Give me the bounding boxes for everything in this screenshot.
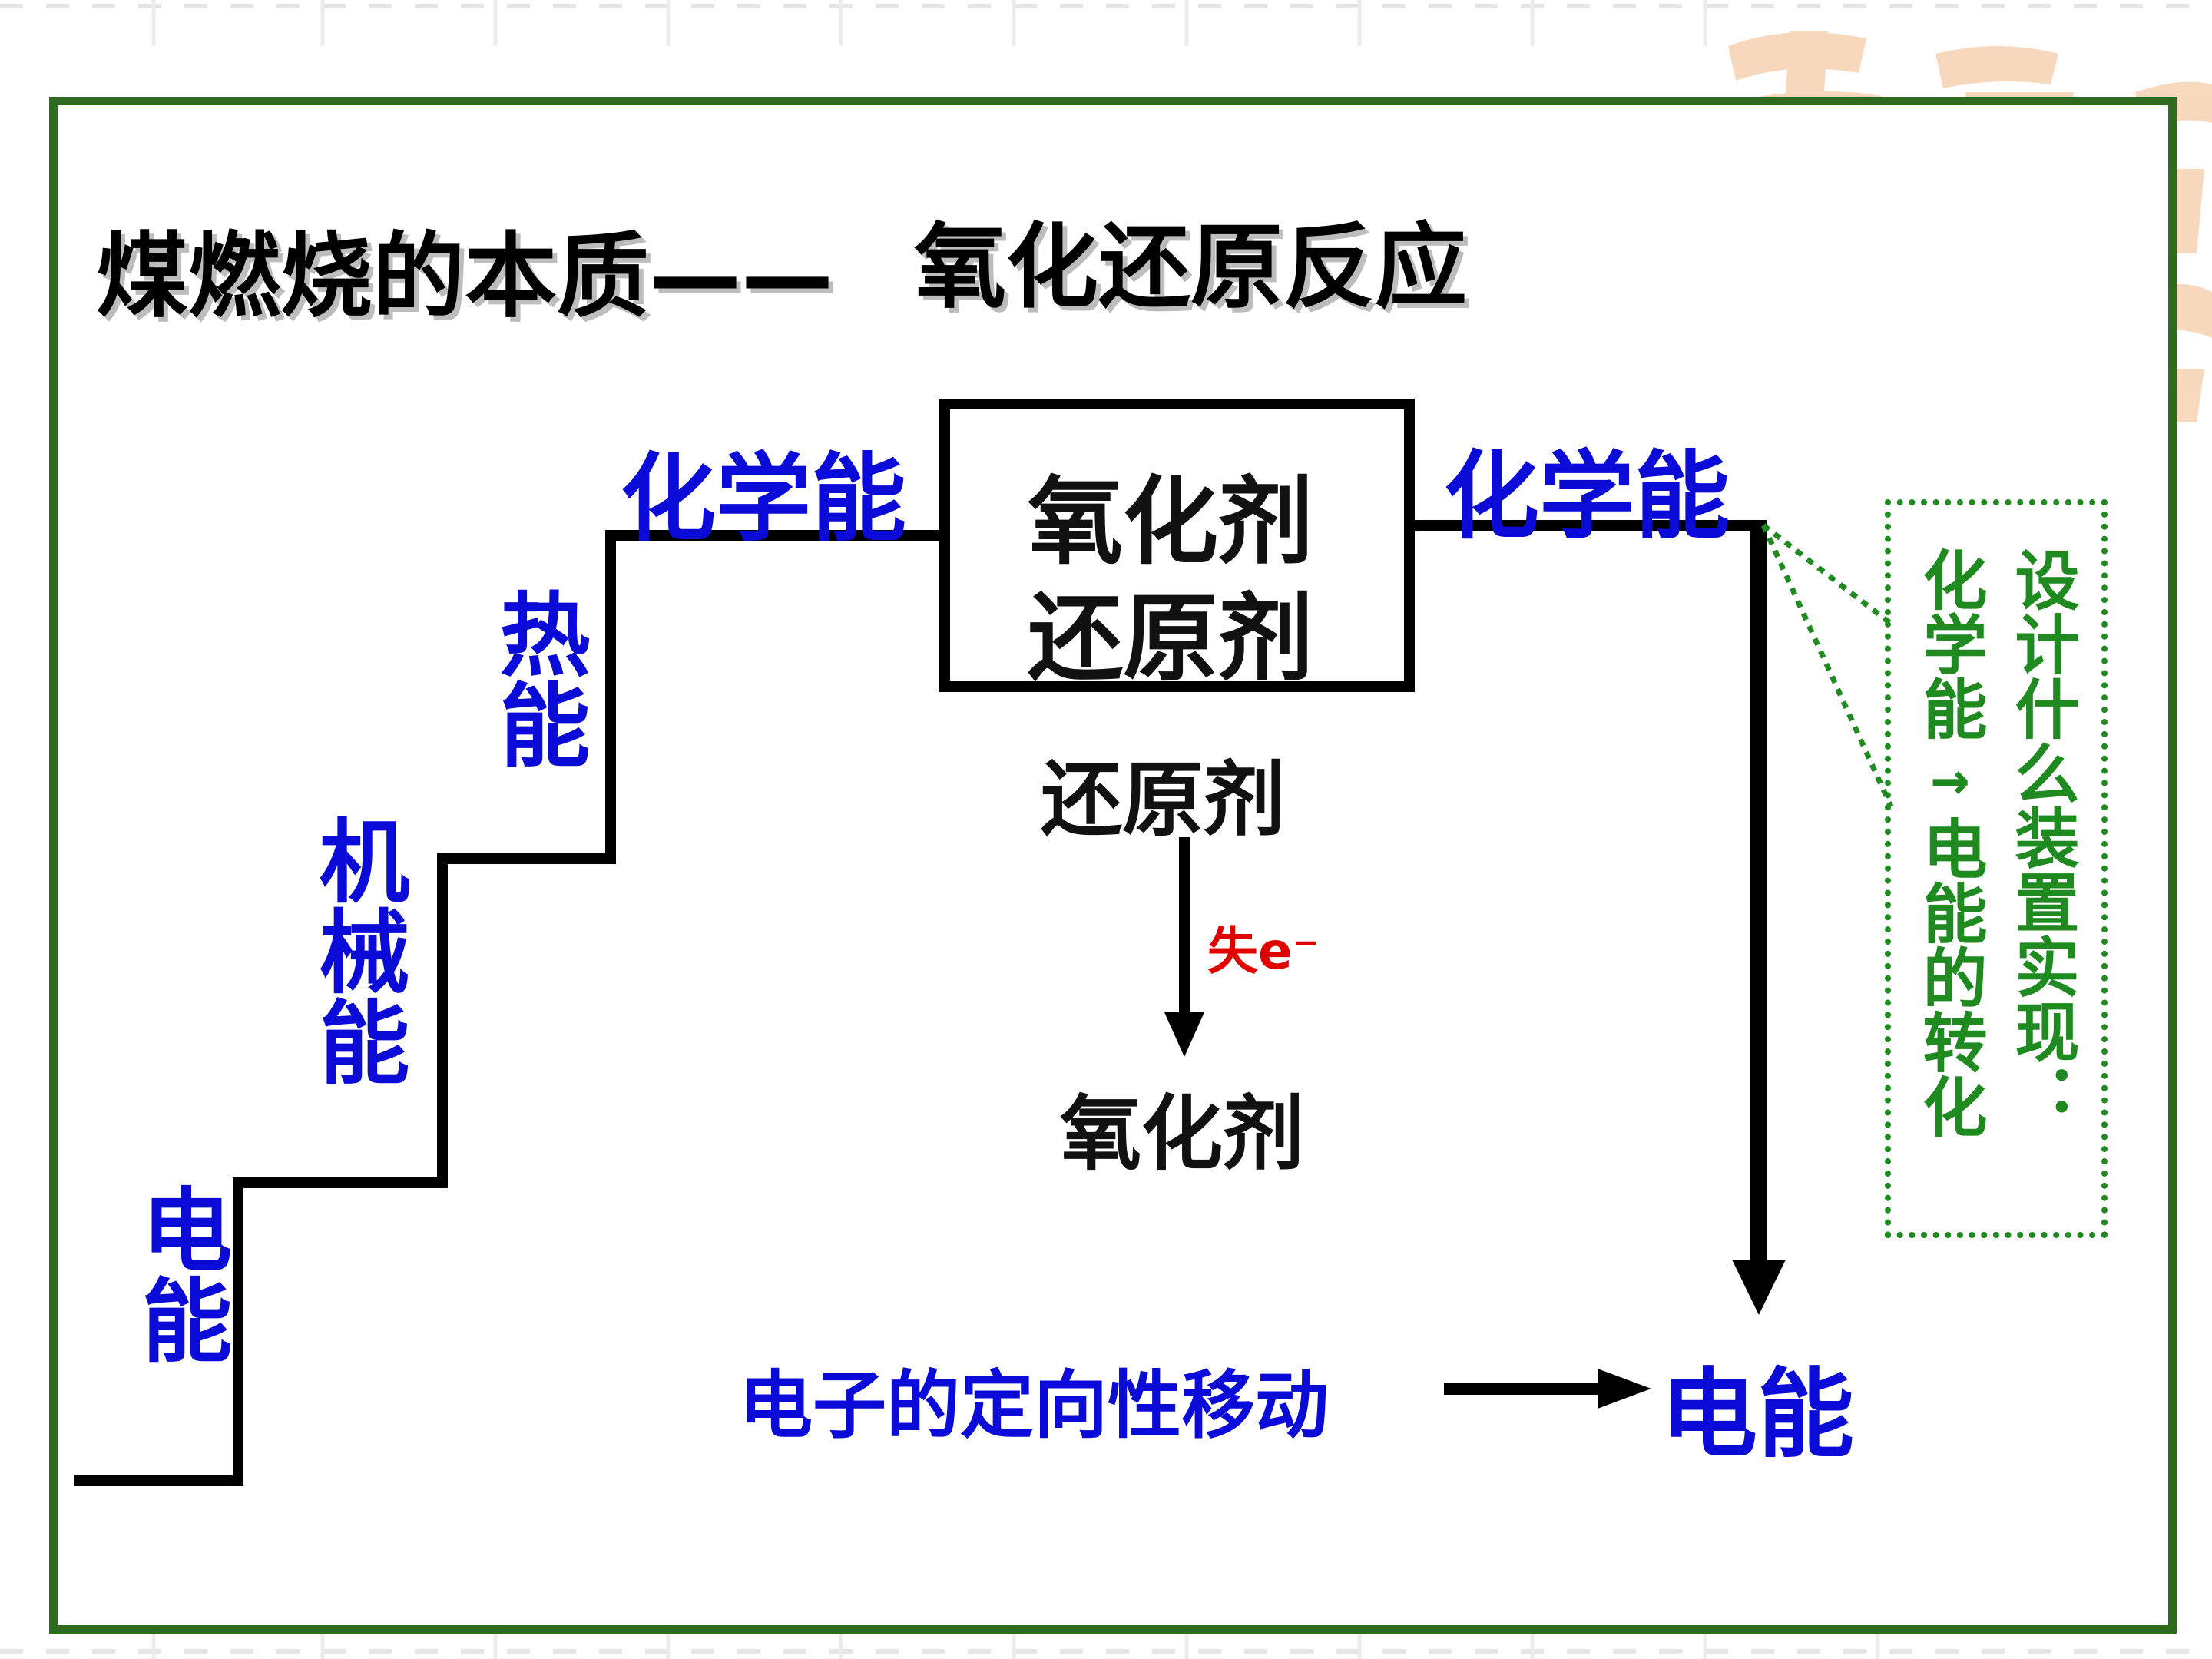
slide-frame [49, 97, 2177, 1634]
note-conversion: 化学能→电能的转化 [1912, 547, 1988, 1138]
down-arrow-head [1732, 1260, 1786, 1315]
label-electric-energy: 电能 [126, 1183, 232, 1364]
electron-from-reductant: 还原剂 [1041, 753, 1285, 847]
label-thermal-energy: 热能 [484, 588, 590, 769]
callout-line-bottom [1760, 524, 1894, 808]
note-question: 设计什么装置实现： [2005, 547, 2080, 1128]
right-arrow-head [1598, 1369, 1651, 1409]
box-reductant: 还原剂 [1028, 584, 1314, 694]
label-mechanical-energy: 机械能 [303, 814, 409, 1086]
staircase-line [74, 530, 945, 1486]
result-electric-energy: 电能 [1661, 1358, 1854, 1471]
title-right: 氧化还原反应 [914, 214, 1467, 321]
label-chemical-energy-right: 化学能 [1444, 442, 1730, 552]
title-left: 煤燃烧的本质—— [96, 224, 833, 330]
reaction-box [939, 399, 1415, 692]
design-question-box [1885, 499, 2108, 1238]
box-oxidant: 氧化剂 [1028, 467, 1314, 578]
callout-line-top [1761, 523, 1893, 626]
electron-loss-label: 失e⁻ [1207, 922, 1320, 981]
electron-to-oxidant: 氧化剂 [1060, 1087, 1304, 1181]
label-chemical-energy-left: 化学能 [621, 444, 907, 555]
directional-electron-movement: 电子的定向性移动 [739, 1363, 1329, 1449]
electron-arrow-head [1164, 1012, 1204, 1057]
